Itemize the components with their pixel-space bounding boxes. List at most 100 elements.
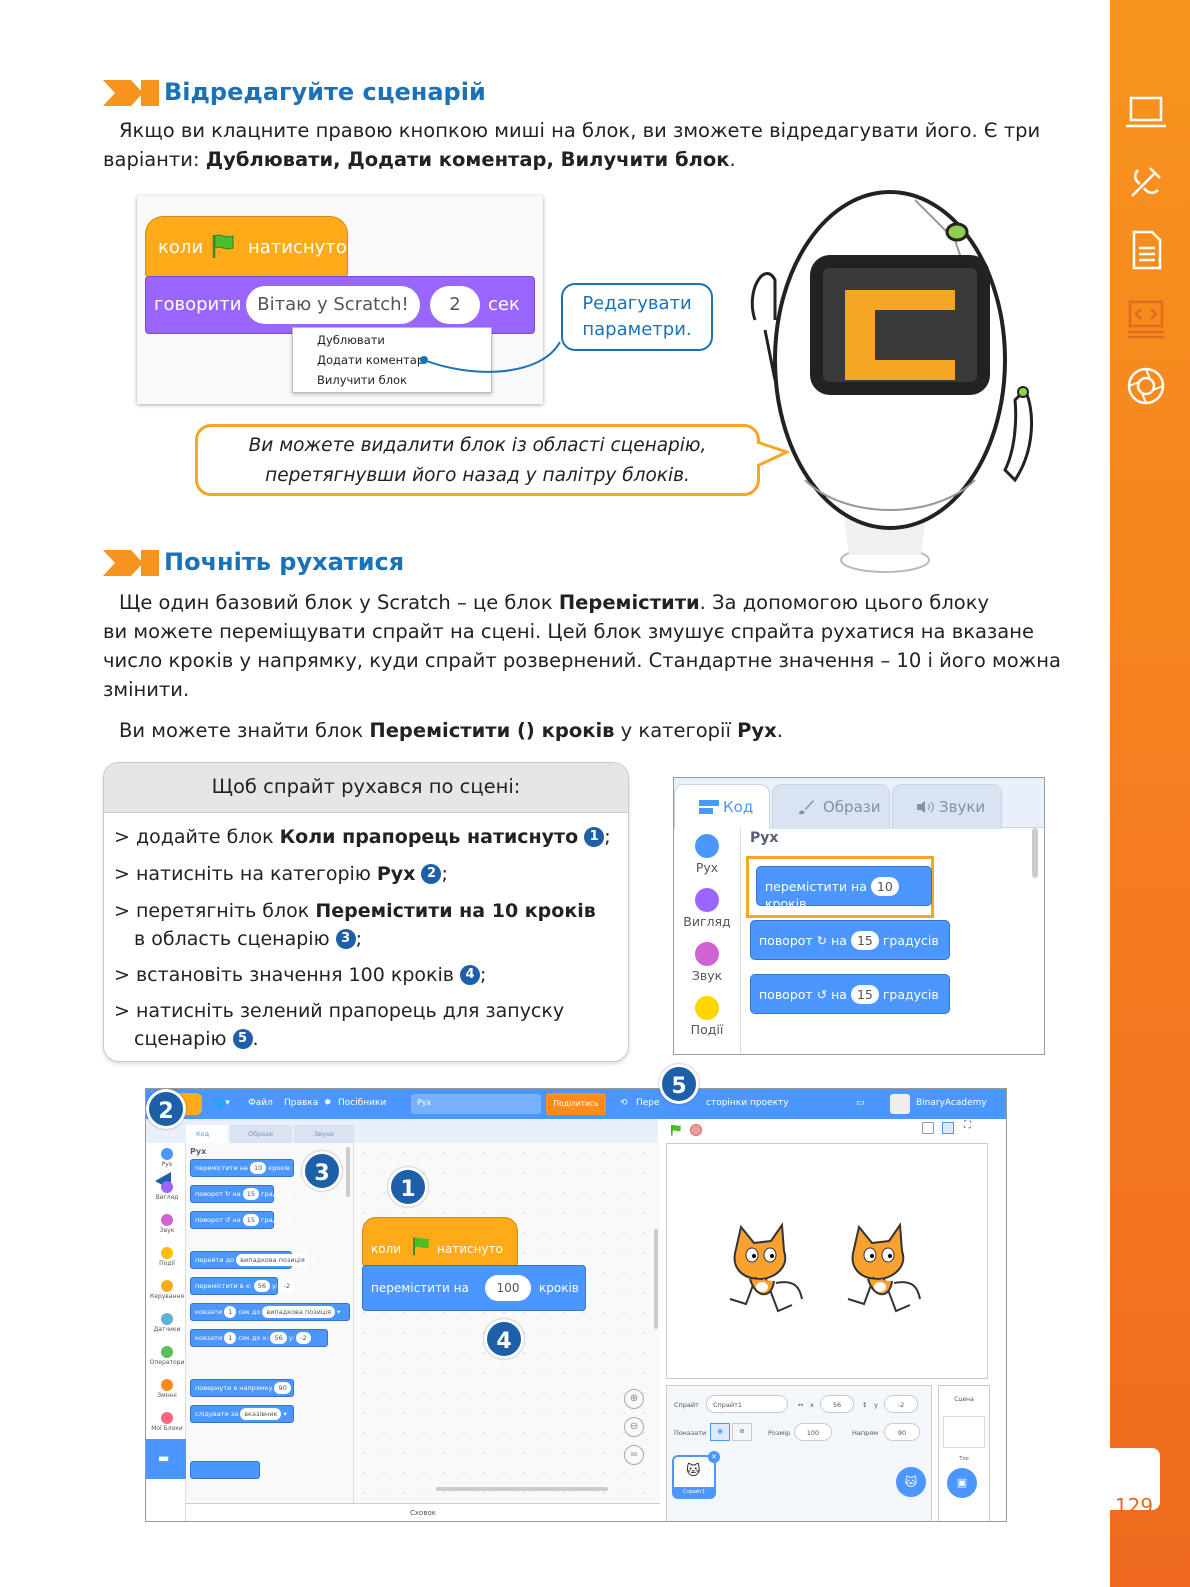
category-operators[interactable]: Оператори xyxy=(147,1346,187,1366)
x-label: x xyxy=(810,1401,814,1409)
script-hat-block[interactable]: коли натиснуто xyxy=(362,1217,518,1267)
green-flag-run-icon[interactable] xyxy=(670,1123,682,1137)
tab-costumes[interactable]: Образи xyxy=(772,784,890,829)
large-stage-icon[interactable] xyxy=(942,1122,954,1134)
share-button[interactable]: Поділитись xyxy=(546,1093,606,1115)
size-input[interactable]: 100 xyxy=(794,1423,832,1441)
backpack-bar[interactable]: Сховок xyxy=(186,1503,660,1521)
category-motion[interactable]: Рух xyxy=(147,1148,187,1168)
category-sound[interactable]: Звук xyxy=(674,942,740,983)
add-sprite-button[interactable]: 🐱 xyxy=(896,1467,926,1497)
folder-icon[interactable]: ▭ xyxy=(856,1098,865,1108)
tab-costumes[interactable]: Образи xyxy=(230,1125,292,1143)
divider xyxy=(740,828,741,1054)
turn-right-block[interactable]: поворот ↻ на 15 градусів xyxy=(750,920,950,960)
turn-left-block[interactable]: поворот ↺ на 15 градусів xyxy=(750,974,950,1014)
step-badge-3: 3 xyxy=(335,929,356,949)
avatar[interactable] xyxy=(890,1094,910,1114)
scratch-editor-screenshot: 🌐▾ Файл Правка ✸ Посібники Рух Поділитис… xyxy=(145,1088,1007,1522)
category-variables[interactable]: Змінні xyxy=(147,1379,187,1399)
cat-sprite-right xyxy=(847,1222,921,1313)
connector-line xyxy=(420,341,561,373)
zoom-reset-icon[interactable]: = xyxy=(624,1445,644,1465)
tools-icon xyxy=(1131,167,1161,197)
category-motion[interactable]: Рух xyxy=(674,834,740,875)
category-looks[interactable]: Вигляд xyxy=(674,888,740,929)
category-sensing[interactable]: Датчики xyxy=(147,1313,187,1333)
stage-panel: Сцена Тло ▣ xyxy=(938,1385,990,1521)
say-for-secs-block[interactable]: говорити Вітаю у Scratch! 2 сек xyxy=(145,276,535,334)
fullscreen-icon[interactable]: ⛶ xyxy=(964,1120,971,1131)
x-input[interactable]: 56 xyxy=(820,1395,854,1413)
stage-thumbnail[interactable] xyxy=(943,1416,985,1448)
zoom-in-icon[interactable]: ⊕ xyxy=(624,1389,644,1409)
menu-edit[interactable]: Правка xyxy=(284,1098,319,1108)
menu-see-project[interactable]: сторінки проекту xyxy=(706,1098,789,1108)
palette-partial-block[interactable] xyxy=(190,1461,260,1479)
category-control[interactable]: Керування xyxy=(147,1280,187,1300)
menu-user[interactable]: BinaryAcademy xyxy=(916,1098,987,1108)
tab-sounds[interactable]: Звуки xyxy=(294,1125,354,1143)
add-extension-button[interactable]: ▬ xyxy=(146,1439,186,1479)
menu-tutorials[interactable]: Посібники xyxy=(338,1098,387,1108)
code-blocks-icon xyxy=(699,800,719,814)
category-my-blocks[interactable]: Мої Блоки xyxy=(147,1412,187,1432)
category-sound[interactable]: Звук xyxy=(147,1214,187,1234)
category-looks[interactable]: Вигляд xyxy=(147,1181,187,1201)
add-backdrop-button[interactable]: ▣ xyxy=(947,1468,977,1498)
stop-icon[interactable] xyxy=(690,1124,702,1136)
menu-see-pre[interactable]: Пере xyxy=(636,1098,660,1108)
y-label: y xyxy=(874,1401,878,1409)
project-title-input[interactable]: Рух xyxy=(411,1094,541,1114)
script-scrollbar[interactable] xyxy=(436,1487,608,1491)
when-flag-clicked-block[interactable]: коли натиснуто xyxy=(145,216,348,278)
menu-item-add-comment[interactable]: Додати коментар xyxy=(317,353,425,367)
tab-sounds[interactable]: Звуки xyxy=(892,784,1002,829)
green-flag-icon xyxy=(212,234,234,258)
say-secs-input[interactable]: 2 xyxy=(430,286,480,324)
globe-icon[interactable]: 🌐▾ xyxy=(214,1098,230,1108)
scrollbar[interactable] xyxy=(1032,828,1038,878)
small-stage-icon[interactable] xyxy=(922,1122,934,1134)
move-steps-block[interactable]: перемістити на 10 кроків xyxy=(756,866,932,911)
direction-input[interactable]: 90 xyxy=(884,1423,920,1441)
step-badge-5: 5 xyxy=(659,1064,699,1104)
stage-canvas[interactable] xyxy=(666,1143,988,1379)
context-menu-screenshot: коли натиснуто говорити Вітаю у Scratch!… xyxy=(137,196,543,404)
move-steps-input[interactable]: 100 xyxy=(485,1275,531,1301)
menu-item-delete-block[interactable]: Вилучити блок xyxy=(317,373,408,387)
say-text-input[interactable]: Вітаю у Scratch! xyxy=(246,286,420,324)
stage-panel-title: Сцена xyxy=(954,1396,974,1403)
tab-code[interactable]: Код xyxy=(186,1125,228,1143)
category-dot xyxy=(161,1148,173,1160)
palette-scrollbar[interactable] xyxy=(346,1147,350,1197)
eye-off-icon[interactable]: ⊘ xyxy=(732,1423,752,1441)
script-vscrollbar[interactable] xyxy=(654,1229,658,1329)
page-number-box xyxy=(1110,1448,1160,1510)
section-flag-icon xyxy=(103,80,159,106)
eye-icon[interactable]: ◉ xyxy=(710,1423,730,1441)
tab-code[interactable]: Код xyxy=(674,784,770,829)
category-events[interactable]: Події xyxy=(674,996,740,1037)
menu-item-duplicate[interactable]: Дублювати xyxy=(317,333,385,347)
category-dot xyxy=(161,1412,173,1424)
step-badge-1: 1 xyxy=(388,1167,428,1207)
zoom-out-icon[interactable]: ⊖ xyxy=(624,1417,644,1437)
menu-file[interactable]: Файл xyxy=(248,1098,273,1108)
script-move-block[interactable]: перемістити на 100 кроків xyxy=(362,1265,586,1311)
sprite-name-input[interactable]: Спрайт1 xyxy=(706,1395,788,1413)
backdrops-label: Тло xyxy=(959,1456,969,1462)
y-input[interactable]: -2 xyxy=(884,1395,918,1413)
delete-sprite-icon[interactable]: ✕ xyxy=(708,1451,720,1463)
sprite-thumbnail[interactable]: Спрайт1 🐱 xyxy=(672,1455,716,1499)
category-events[interactable]: Події xyxy=(147,1247,187,1267)
